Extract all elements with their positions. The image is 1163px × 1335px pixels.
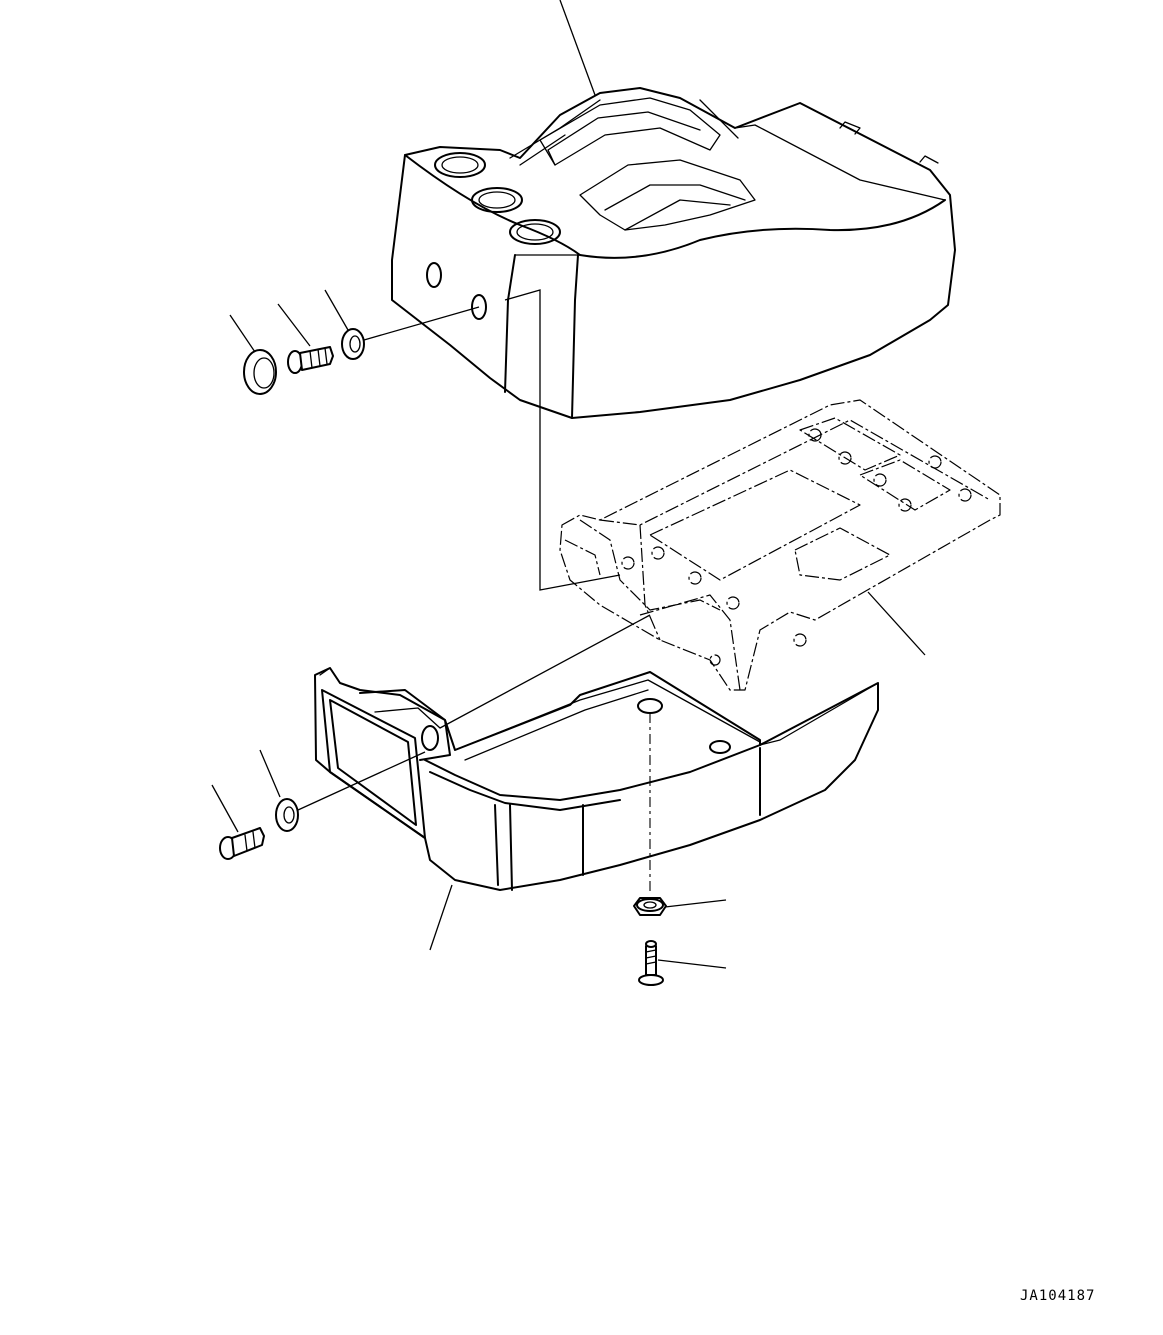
washer-upper bbox=[324, 289, 365, 360]
cap bbox=[229, 314, 277, 395]
chain-lower-left bbox=[297, 751, 426, 811]
nut bbox=[633, 897, 727, 916]
washer-lower-left bbox=[259, 749, 299, 832]
lower-cover bbox=[314, 667, 879, 891]
drawing-number: JA104187 bbox=[1020, 1288, 1096, 1304]
chain-upper-cover-to-bracket bbox=[504, 289, 621, 591]
leader-cover-upper bbox=[559, 0, 596, 96]
bracket-plate bbox=[559, 399, 1001, 691]
bolt-bottom bbox=[638, 940, 727, 986]
chain-upper bbox=[363, 306, 480, 341]
leader-cover-lower bbox=[429, 884, 453, 951]
bolt-upper bbox=[277, 303, 334, 374]
bolt-lower-left bbox=[211, 784, 265, 860]
leader-bracket bbox=[867, 591, 926, 656]
chain-lower-to-bracket bbox=[439, 614, 651, 729]
upper-cover bbox=[391, 87, 956, 419]
